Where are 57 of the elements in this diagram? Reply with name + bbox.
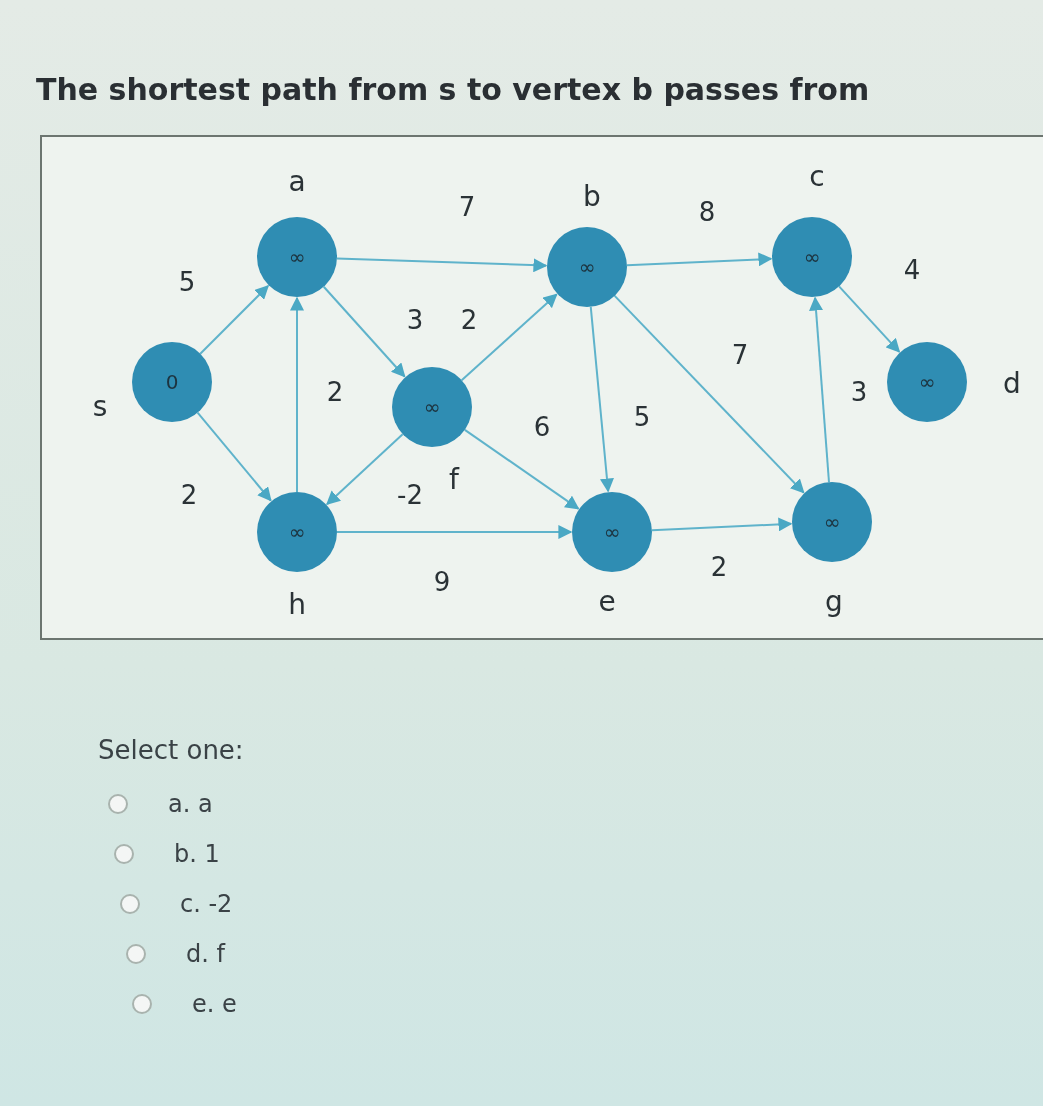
arrow xyxy=(460,293,558,382)
option-text: d. f xyxy=(186,940,225,968)
vertex-name: g xyxy=(825,588,843,616)
vertex-name: h xyxy=(288,591,306,619)
edge-weight: 3 xyxy=(850,379,868,405)
vertex-name: s xyxy=(92,393,108,421)
option-text: e. e xyxy=(192,990,237,1018)
arrow xyxy=(322,285,406,378)
edge-weight: 2 xyxy=(180,482,198,508)
vertex-distance: ∞ xyxy=(803,247,821,267)
edge-weight: 4 xyxy=(903,257,921,283)
edge-weight: 7 xyxy=(458,194,476,220)
arrow xyxy=(336,257,548,273)
option-text: b. 1 xyxy=(174,840,220,868)
arrow xyxy=(463,428,580,510)
arrow xyxy=(290,296,304,493)
vertex-name: d xyxy=(1003,370,1021,398)
vertex-name: f xyxy=(449,466,459,494)
edge-weight: 3 xyxy=(406,307,424,333)
vertex-name: c xyxy=(809,163,825,191)
vertex-distance: ∞ xyxy=(603,522,621,542)
option-text: a. a xyxy=(168,790,213,818)
prompt-text: Select one: xyxy=(98,735,244,765)
arrow xyxy=(613,294,805,494)
edge-weight: 5 xyxy=(178,269,196,295)
arrow xyxy=(326,433,404,506)
vertex-distance: ∞ xyxy=(288,247,306,267)
edge-weight: 2 xyxy=(710,554,728,580)
vertex-distance: 0 xyxy=(165,372,179,392)
edge-weight: 8 xyxy=(698,199,716,225)
edge-weight: 2 xyxy=(460,307,478,333)
edge-weight: 6 xyxy=(533,414,551,440)
vertex-distance: ∞ xyxy=(288,522,306,542)
vertex-circle xyxy=(392,367,472,447)
vertex-name: b xyxy=(583,183,601,211)
arrow xyxy=(336,525,573,539)
vertex-name: e xyxy=(598,588,616,616)
arrow xyxy=(650,517,793,532)
arrow xyxy=(838,285,901,353)
arrow xyxy=(196,411,272,502)
edge-weight: 9 xyxy=(433,569,451,595)
vertex-distance: ∞ xyxy=(823,512,841,532)
edge-weight: 7 xyxy=(731,342,749,368)
question-title: The shortest path from s to vertex b passes from xyxy=(36,72,870,107)
arrow xyxy=(199,285,269,355)
arrow xyxy=(625,252,773,267)
vertex-distance: ∞ xyxy=(918,372,936,392)
edge-weight: 5 xyxy=(633,404,651,430)
option-text: c. -2 xyxy=(180,890,233,918)
arrow xyxy=(589,305,614,493)
vertex-distance: ∞ xyxy=(578,257,596,277)
vertex-name: a xyxy=(288,168,306,196)
edge-weight: 2 xyxy=(326,379,344,405)
vertex-circle xyxy=(132,342,212,422)
arrow xyxy=(809,296,830,484)
vertex-distance: ∞ xyxy=(423,397,441,417)
edge-weight: -2 xyxy=(397,482,423,508)
